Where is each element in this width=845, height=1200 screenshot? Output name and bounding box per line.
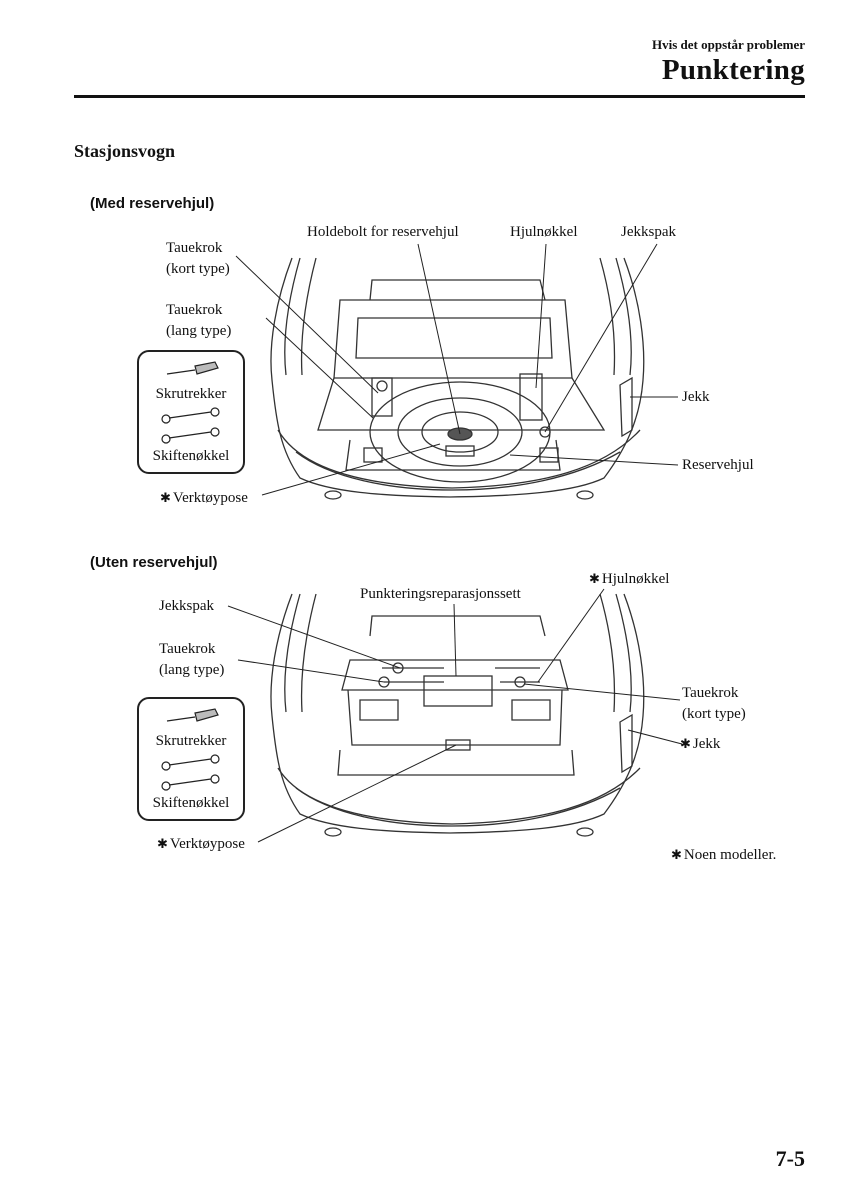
label-jack-handle-1: Jekkspak (621, 224, 676, 240)
label-repair-kit: Punkteringsreparasjonssett (360, 586, 521, 602)
toolbox-spanner-label-1: Skiftenøkkel (152, 448, 230, 464)
toolbox-screwdriver-label-1: Skrutrekker (155, 386, 227, 402)
chapter-title: Hvis det oppstår problemer (652, 37, 805, 52)
label-towhook-short-2: Tauekrok (kort type) (682, 685, 746, 722)
spanner-icon (161, 708, 220, 791)
label-lug-wrench-1: Hjulnøkkel (510, 224, 578, 240)
label-towhook-short-1: Tauekrok (kort type) (166, 240, 230, 277)
with-spare-heading: (Med reservehjul) (90, 195, 215, 212)
asterisk-icon: ✱ (157, 836, 168, 851)
page-number: 7-5 (775, 1146, 805, 1171)
label-spare-tire: Reservehjul (682, 457, 754, 473)
page-title: Punktering (661, 54, 805, 86)
leader-lines-1 (235, 243, 679, 496)
car-outline-2 (270, 593, 645, 837)
label-tool-bag-2: ✱Verktøypose (157, 836, 245, 852)
label-jack-handle-2: Jekkspak (159, 598, 214, 614)
label-towhook-long-1: Tauekrok (lang type) (166, 302, 232, 339)
asterisk-icon: ✱ (589, 571, 600, 586)
leader-lines-2 (227, 588, 683, 843)
label-lug-wrench-2: ✱Hjulnøkkel (589, 571, 670, 587)
toolbox-spanner-label-2: Skiftenøkkel (152, 795, 230, 811)
tool-bag-box-1: Skrutrekker Skiftenøkkel (137, 350, 245, 474)
label-jack-2: ✱Jekk (680, 736, 721, 752)
label-towhook-long-2: Tauekrok (lang type) (159, 641, 225, 678)
asterisk-icon: ✱ (680, 736, 691, 751)
header-rule (74, 95, 805, 98)
label-spare-bolt: Holdebolt for reservehjul (307, 224, 459, 240)
label-jack-1: Jekk (682, 389, 710, 405)
label-tool-bag-1: ✱Verktøypose (160, 490, 248, 506)
screwdriver-icon (161, 361, 220, 444)
section-title: Stasjonsvogn (74, 141, 176, 161)
without-spare-heading: (Uten reservehjul) (90, 554, 218, 571)
asterisk-icon: ✱ (160, 490, 171, 505)
toolbox-screwdriver-label-2: Skrutrekker (155, 733, 227, 749)
tool-bag-box-2: Skrutrekker Skiftenøkkel (137, 697, 245, 821)
footnote: ✱Noen modeller. (671, 847, 777, 863)
asterisk-icon: ✱ (671, 847, 682, 862)
